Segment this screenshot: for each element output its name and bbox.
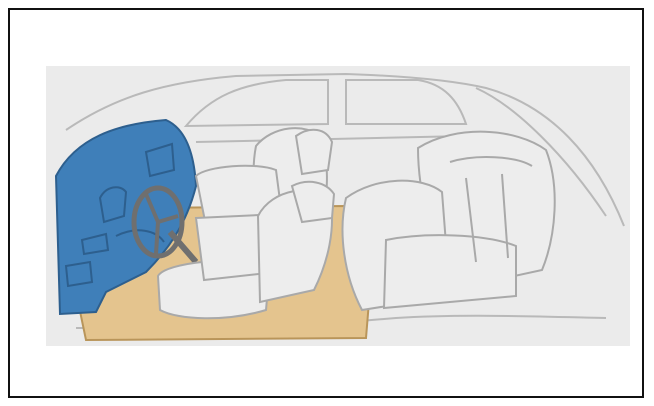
car-interior-illustration bbox=[46, 66, 630, 346]
image-frame bbox=[8, 8, 644, 398]
car-interior-drawing bbox=[46, 66, 630, 346]
